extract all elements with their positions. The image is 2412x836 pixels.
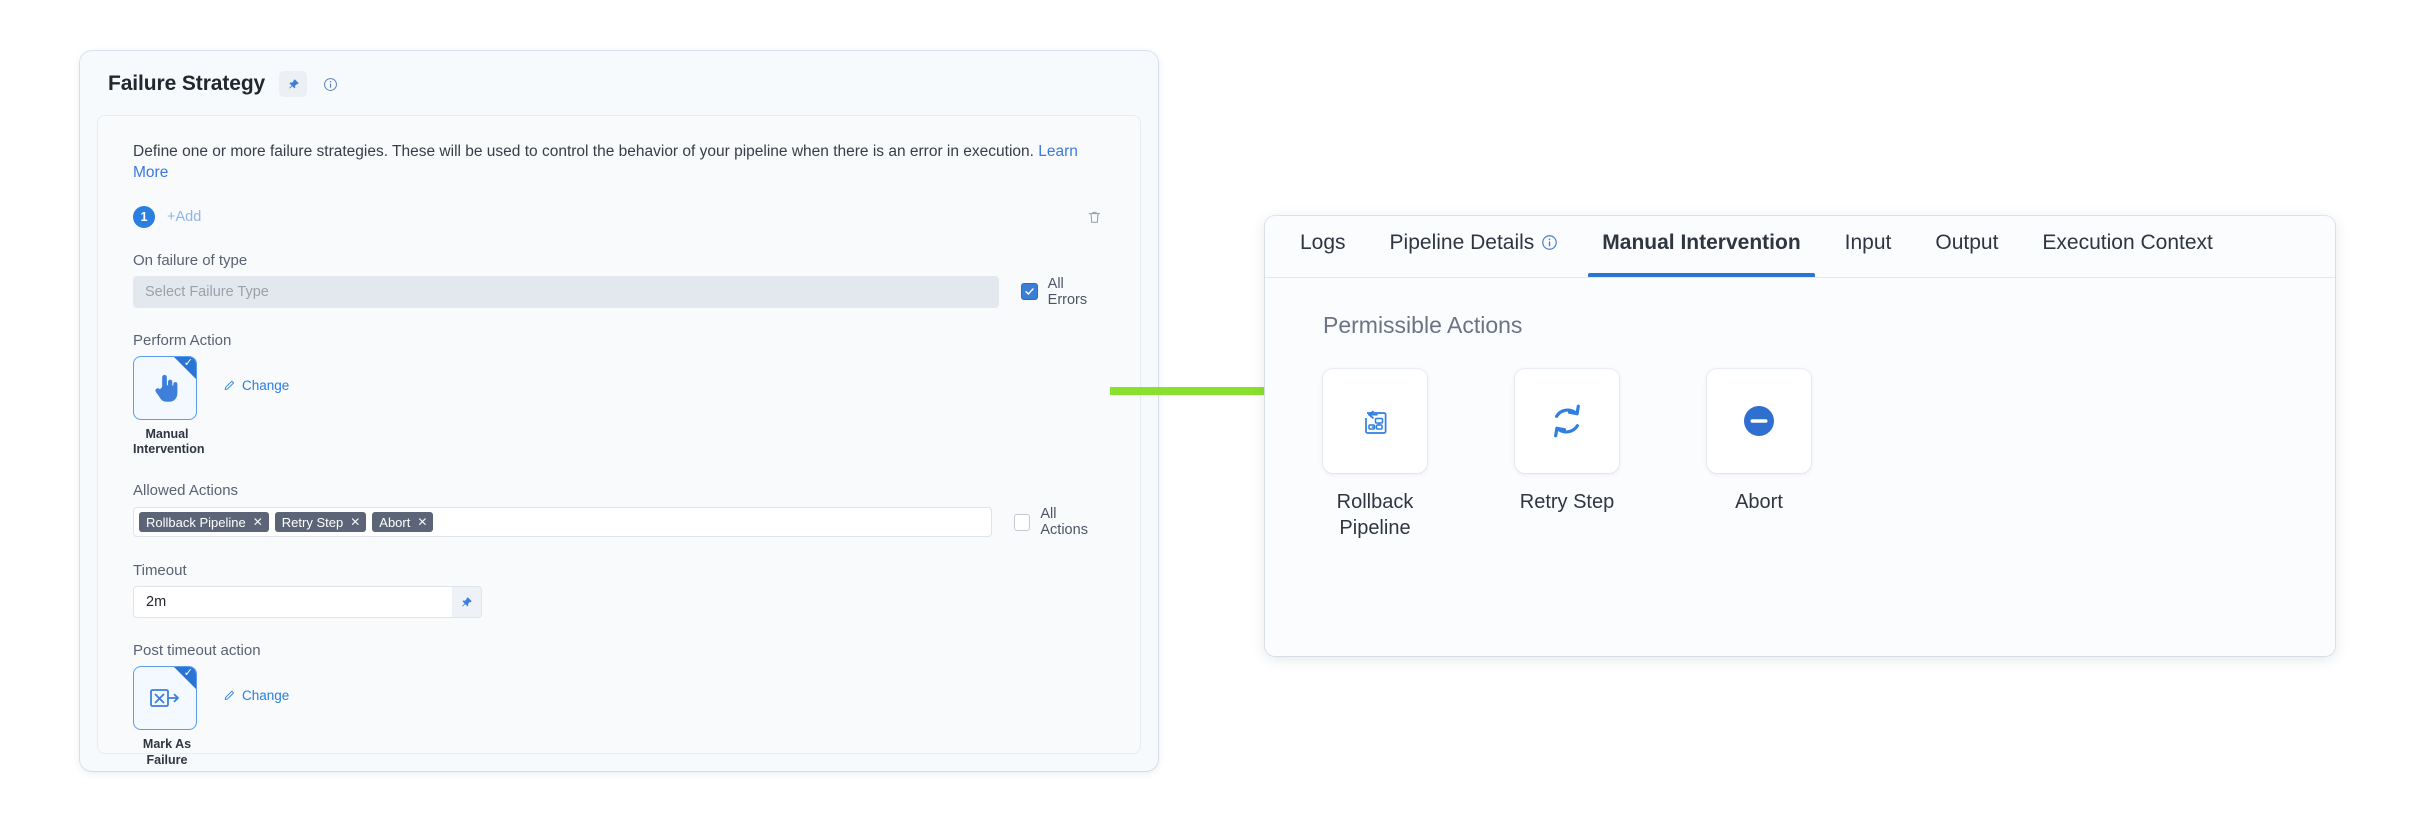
- action-card-abort-col: Abort: [1707, 369, 1811, 541]
- tab-label: Pipeline Details: [1389, 230, 1535, 254]
- pencil-icon: [224, 380, 235, 390]
- tab-bar: Logs Pipeline Details Manual Interventio…: [1265, 216, 2335, 278]
- allowed-actions-input[interactable]: Rollback Pipeline ✕ Retry Step ✕ Abort ✕: [133, 507, 992, 538]
- tab-label: Input: [1844, 230, 1892, 254]
- chip-remove-icon[interactable]: ✕: [252, 515, 263, 530]
- change-label: Change: [242, 688, 290, 704]
- tab-logs[interactable]: Logs: [1300, 216, 1368, 277]
- info-circle-icon[interactable]: [321, 75, 339, 93]
- tab-label: Execution Context: [2042, 230, 2213, 254]
- mark-as-failure-tile[interactable]: ✓: [133, 666, 197, 731]
- tab-pipeline-details[interactable]: Pipeline Details: [1368, 216, 1581, 277]
- action-card-label: Rollback Pipeline: [1336, 491, 1414, 539]
- chip-label: Retry Step: [281, 514, 344, 530]
- tile-selected-corner: [174, 356, 196, 379]
- mark-as-failure-caption: Mark As Failure: [142, 737, 192, 767]
- post-timeout-action-label: Post timeout action: [133, 642, 261, 660]
- pencil-icon: [224, 690, 235, 701]
- action-card-retry-step-col: Retry Step: [1515, 369, 1619, 541]
- strategy-index-badge[interactable]: 1: [133, 205, 155, 228]
- failure-strategy-panel: Failure Strategy Define one or more fail…: [80, 51, 1158, 771]
- on-failure-type-label: On failure of type: [133, 251, 248, 269]
- chip-retry-step[interactable]: Retry Step ✕: [274, 512, 367, 533]
- post-timeout-change-button[interactable]: Change: [223, 688, 289, 703]
- timeout-label: Timeout: [133, 562, 187, 580]
- timeout-input[interactable]: 2m: [133, 586, 453, 619]
- manual-intervention-tile[interactable]: ✓: [133, 355, 197, 420]
- all-actions-label: All Actions: [1040, 506, 1088, 539]
- action-card-label: Retry Step: [1519, 491, 1615, 513]
- failure-type-row: Select Failure Type All Errors: [133, 275, 1105, 308]
- tab-output[interactable]: Output: [1913, 216, 2020, 277]
- chip-rollback-pipeline[interactable]: Rollback Pipeline ✕: [139, 512, 269, 533]
- pointing-hand-icon: [155, 374, 178, 402]
- rollback-pipeline-icon: [1365, 410, 1387, 434]
- chip-abort[interactable]: Abort ✕: [372, 512, 434, 533]
- tab-label: Output: [1935, 230, 1999, 254]
- allowed-actions-row: Rollback Pipeline ✕ Retry Step ✕ Abort ✕: [133, 506, 1105, 538]
- failure-type-select[interactable]: Select Failure Type: [133, 275, 1000, 308]
- permissible-actions-title: Permissible Actions: [1323, 312, 1523, 338]
- pin-icon: [462, 596, 472, 606]
- page-title: Failure Strategy: [108, 72, 266, 95]
- change-label: Change: [242, 377, 290, 393]
- tile-selected-corner: [174, 667, 196, 690]
- perform-action-tile-col: ✓ Manual Intervention: [133, 355, 205, 458]
- strategy-tabs-row: 1 +Add: [133, 205, 1105, 228]
- learn-more-link[interactable]: Learn More: [133, 143, 1078, 181]
- failure-strategy-body: Define one or more failure strategies. T…: [97, 115, 1141, 767]
- action-card-rollback-pipeline[interactable]: [1323, 369, 1427, 473]
- all-actions-checkbox[interactable]: [1013, 513, 1031, 531]
- tile-check-icon: ✓: [183, 356, 193, 369]
- execution-details-panel: Logs Pipeline Details Manual Interventio…: [1265, 216, 2335, 656]
- all-actions-checkbox-wrap[interactable]: All Actions: [1013, 506, 1105, 539]
- trash-icon: [1088, 211, 1100, 223]
- all-errors-checkbox[interactable]: [1021, 283, 1038, 301]
- permissible-actions-cards: Rollback Pipeline Retry Step: [1265, 339, 2335, 541]
- check-icon: [1025, 288, 1034, 296]
- all-errors-checkbox-wrap[interactable]: All Errors: [1021, 276, 1105, 308]
- timeout-pin-button[interactable]: [452, 586, 482, 619]
- perform-action-label: Perform Action: [133, 331, 232, 349]
- pin-button[interactable]: [279, 71, 308, 97]
- tab-execution-context[interactable]: Execution Context: [2020, 216, 2234, 277]
- post-timeout-tile-col: ✓ Mark As Failure: [133, 666, 201, 768]
- mark-as-failure-icon: [150, 689, 179, 707]
- all-errors-label: All Errors: [1047, 275, 1088, 308]
- pin-icon: [289, 78, 299, 88]
- allowed-actions-label: Allowed Actions: [133, 482, 239, 500]
- panel-description: Define one or more failure strategies. T…: [133, 142, 1105, 184]
- info-circle-icon: [1541, 234, 1558, 251]
- chip-remove-icon[interactable]: ✕: [350, 515, 361, 530]
- perform-action-change-button[interactable]: Change: [223, 378, 289, 393]
- manual-intervention-caption: Manual Intervention: [133, 426, 205, 457]
- tab-input[interactable]: Input: [1823, 216, 1914, 277]
- action-card-rollback-pipeline-col: Rollback Pipeline: [1323, 369, 1427, 541]
- tab-manual-intervention[interactable]: Manual Intervention: [1580, 216, 1822, 277]
- action-card-retry-step[interactable]: [1515, 369, 1619, 473]
- chip-label: Abort: [379, 514, 411, 530]
- post-timeout-action-row: ✓ Mark As Failure Change: [133, 666, 1105, 768]
- tile-check-icon: ✓: [183, 667, 193, 680]
- failure-strategy-header: Failure Strategy: [80, 51, 1158, 103]
- tab-label: Manual Intervention: [1602, 230, 1801, 254]
- delete-strategy-button[interactable]: [1083, 206, 1105, 228]
- retry-refresh-icon: [1554, 404, 1580, 438]
- description-text: Define one or more failure strategies. T…: [133, 143, 1034, 160]
- chip-remove-icon[interactable]: ✕: [417, 515, 428, 530]
- action-card-label: Abort: [1735, 491, 1783, 513]
- perform-action-row: ✓ Manual Intervention Change: [133, 355, 1105, 458]
- add-strategy-button[interactable]: +Add: [167, 208, 202, 225]
- timeout-input-group: 2m: [133, 586, 1105, 619]
- chip-label: Rollback Pipeline: [146, 514, 246, 530]
- tab-label: Logs: [1300, 230, 1346, 254]
- action-card-abort[interactable]: [1707, 369, 1811, 473]
- abort-minus-circle-icon: [1744, 406, 1774, 436]
